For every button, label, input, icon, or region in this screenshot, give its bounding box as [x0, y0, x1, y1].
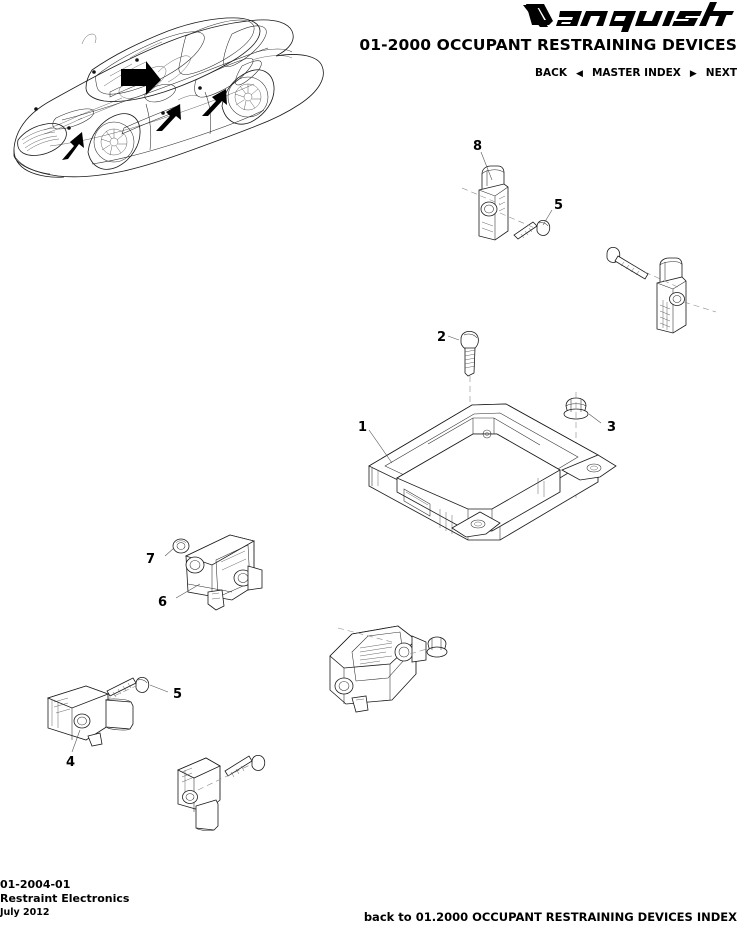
callout-7: 7 [146, 552, 156, 567]
navigation-bar: BACK ◀ MASTER INDEX ▶ NEXT [0, 67, 737, 79]
footer-document-info: 01-2004-01 Restraint Electronics July 20… [0, 878, 129, 920]
nav-master-index-button[interactable]: MASTER INDEX [591, 67, 681, 79]
nav-back-button[interactable]: BACK [535, 67, 568, 79]
callout-3: 3 [607, 420, 617, 435]
part-4-side-impact-sensor [46, 676, 169, 753]
part-5-bolt-upper [499, 209, 553, 240]
callout-5-lower: 5 [173, 687, 183, 702]
nav-next-button[interactable]: NEXT [705, 67, 737, 79]
footer-section-title: Restraint Electronics [0, 892, 130, 905]
callout-4: 4 [66, 755, 76, 770]
back-arrow-icon[interactable]: ◀ [576, 69, 583, 79]
part-3-module-nut [563, 392, 602, 500]
part-2-module-bolt [447, 331, 479, 425]
callout-5-upper: 5 [554, 198, 564, 213]
satellite-sensor-right [606, 246, 717, 334]
part-8-satellite-sensor [461, 151, 509, 241]
part-5-bolt-lower-left [104, 676, 169, 701]
callout-1: 1 [358, 420, 368, 435]
front-impact-sensor-lower-right [329, 625, 448, 713]
page-title: 01-2000 OCCUPANT RESTRAINING DEVICES [359, 36, 737, 54]
part-1-restraints-control-module [368, 403, 617, 541]
location-arrow-bpost-sensor [202, 89, 227, 116]
footer-date: July 2012 [0, 907, 50, 918]
callout-6: 6 [158, 595, 168, 610]
location-arrow-sill-sensor [156, 104, 181, 131]
next-arrow-icon[interactable]: ▶ [689, 69, 697, 79]
side-impact-sensor-lower-middle [177, 754, 266, 831]
location-arrow-front-sensor [62, 132, 84, 160]
callout-2: 2 [437, 330, 447, 345]
part-6-front-impact-sensor [164, 534, 263, 611]
callout-8: 8 [473, 139, 483, 154]
vanquish-logo [523, 2, 734, 32]
footer-doc-number: 01-2004-01 [0, 878, 71, 891]
footer-index-link[interactable]: back to 01.2000 OCCUPANT RESTRAINING DEV… [363, 910, 737, 924]
